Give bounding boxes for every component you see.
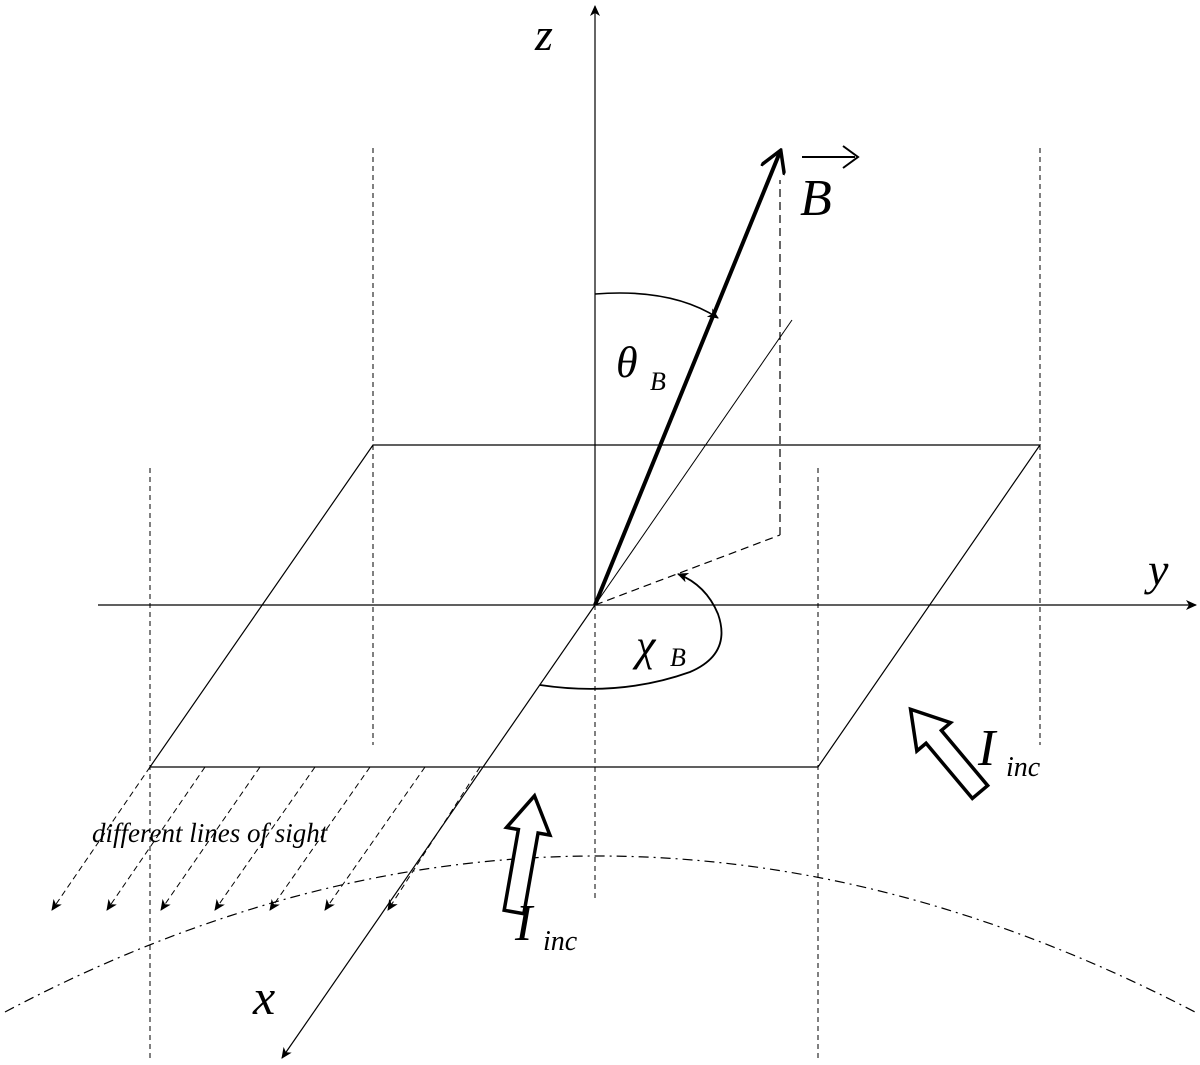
b-vector-label: B [800, 170, 832, 227]
vertical-dashed-guides [149, 148, 1041, 1062]
line-of-sight [214, 766, 316, 911]
plane-diagonal [594, 319, 793, 606]
b-projection [594, 534, 781, 606]
incident-subscript-bottom: inc [543, 926, 578, 957]
x-axis [281, 604, 596, 1059]
line-of-sight [51, 766, 151, 911]
y-axis-label: y [1144, 544, 1169, 595]
line-of-sight [106, 766, 206, 911]
lines-of-sight-label: different lines of sight [92, 818, 329, 848]
incident-arrow-right [908, 706, 991, 801]
x-axis-label: x [252, 969, 275, 1025]
incident-label-right: I [977, 720, 998, 777]
line-of-sight [269, 766, 371, 911]
theta-arc [594, 292, 719, 319]
b-label-overarrow-head [842, 145, 860, 169]
lines-of-sight [51, 766, 481, 911]
incident-arrow-bottom [502, 792, 553, 916]
horizontal-plane [148, 444, 1042, 768]
chi-arc [539, 573, 723, 690]
theta-subscript: B [650, 367, 666, 396]
incident-label-bottom: I [514, 895, 535, 952]
chi-subscript: B [670, 643, 686, 672]
line-of-sight [387, 766, 481, 911]
b-vector [593, 152, 780, 606]
theta-label: θ [616, 338, 638, 387]
chi-label: χ [632, 621, 657, 670]
line-of-sight [324, 766, 426, 911]
incident-subscript-right: inc [1006, 752, 1041, 783]
z-axis-label: z [534, 9, 553, 60]
line-of-sight [160, 766, 261, 911]
limb-curve [4, 855, 1196, 1013]
